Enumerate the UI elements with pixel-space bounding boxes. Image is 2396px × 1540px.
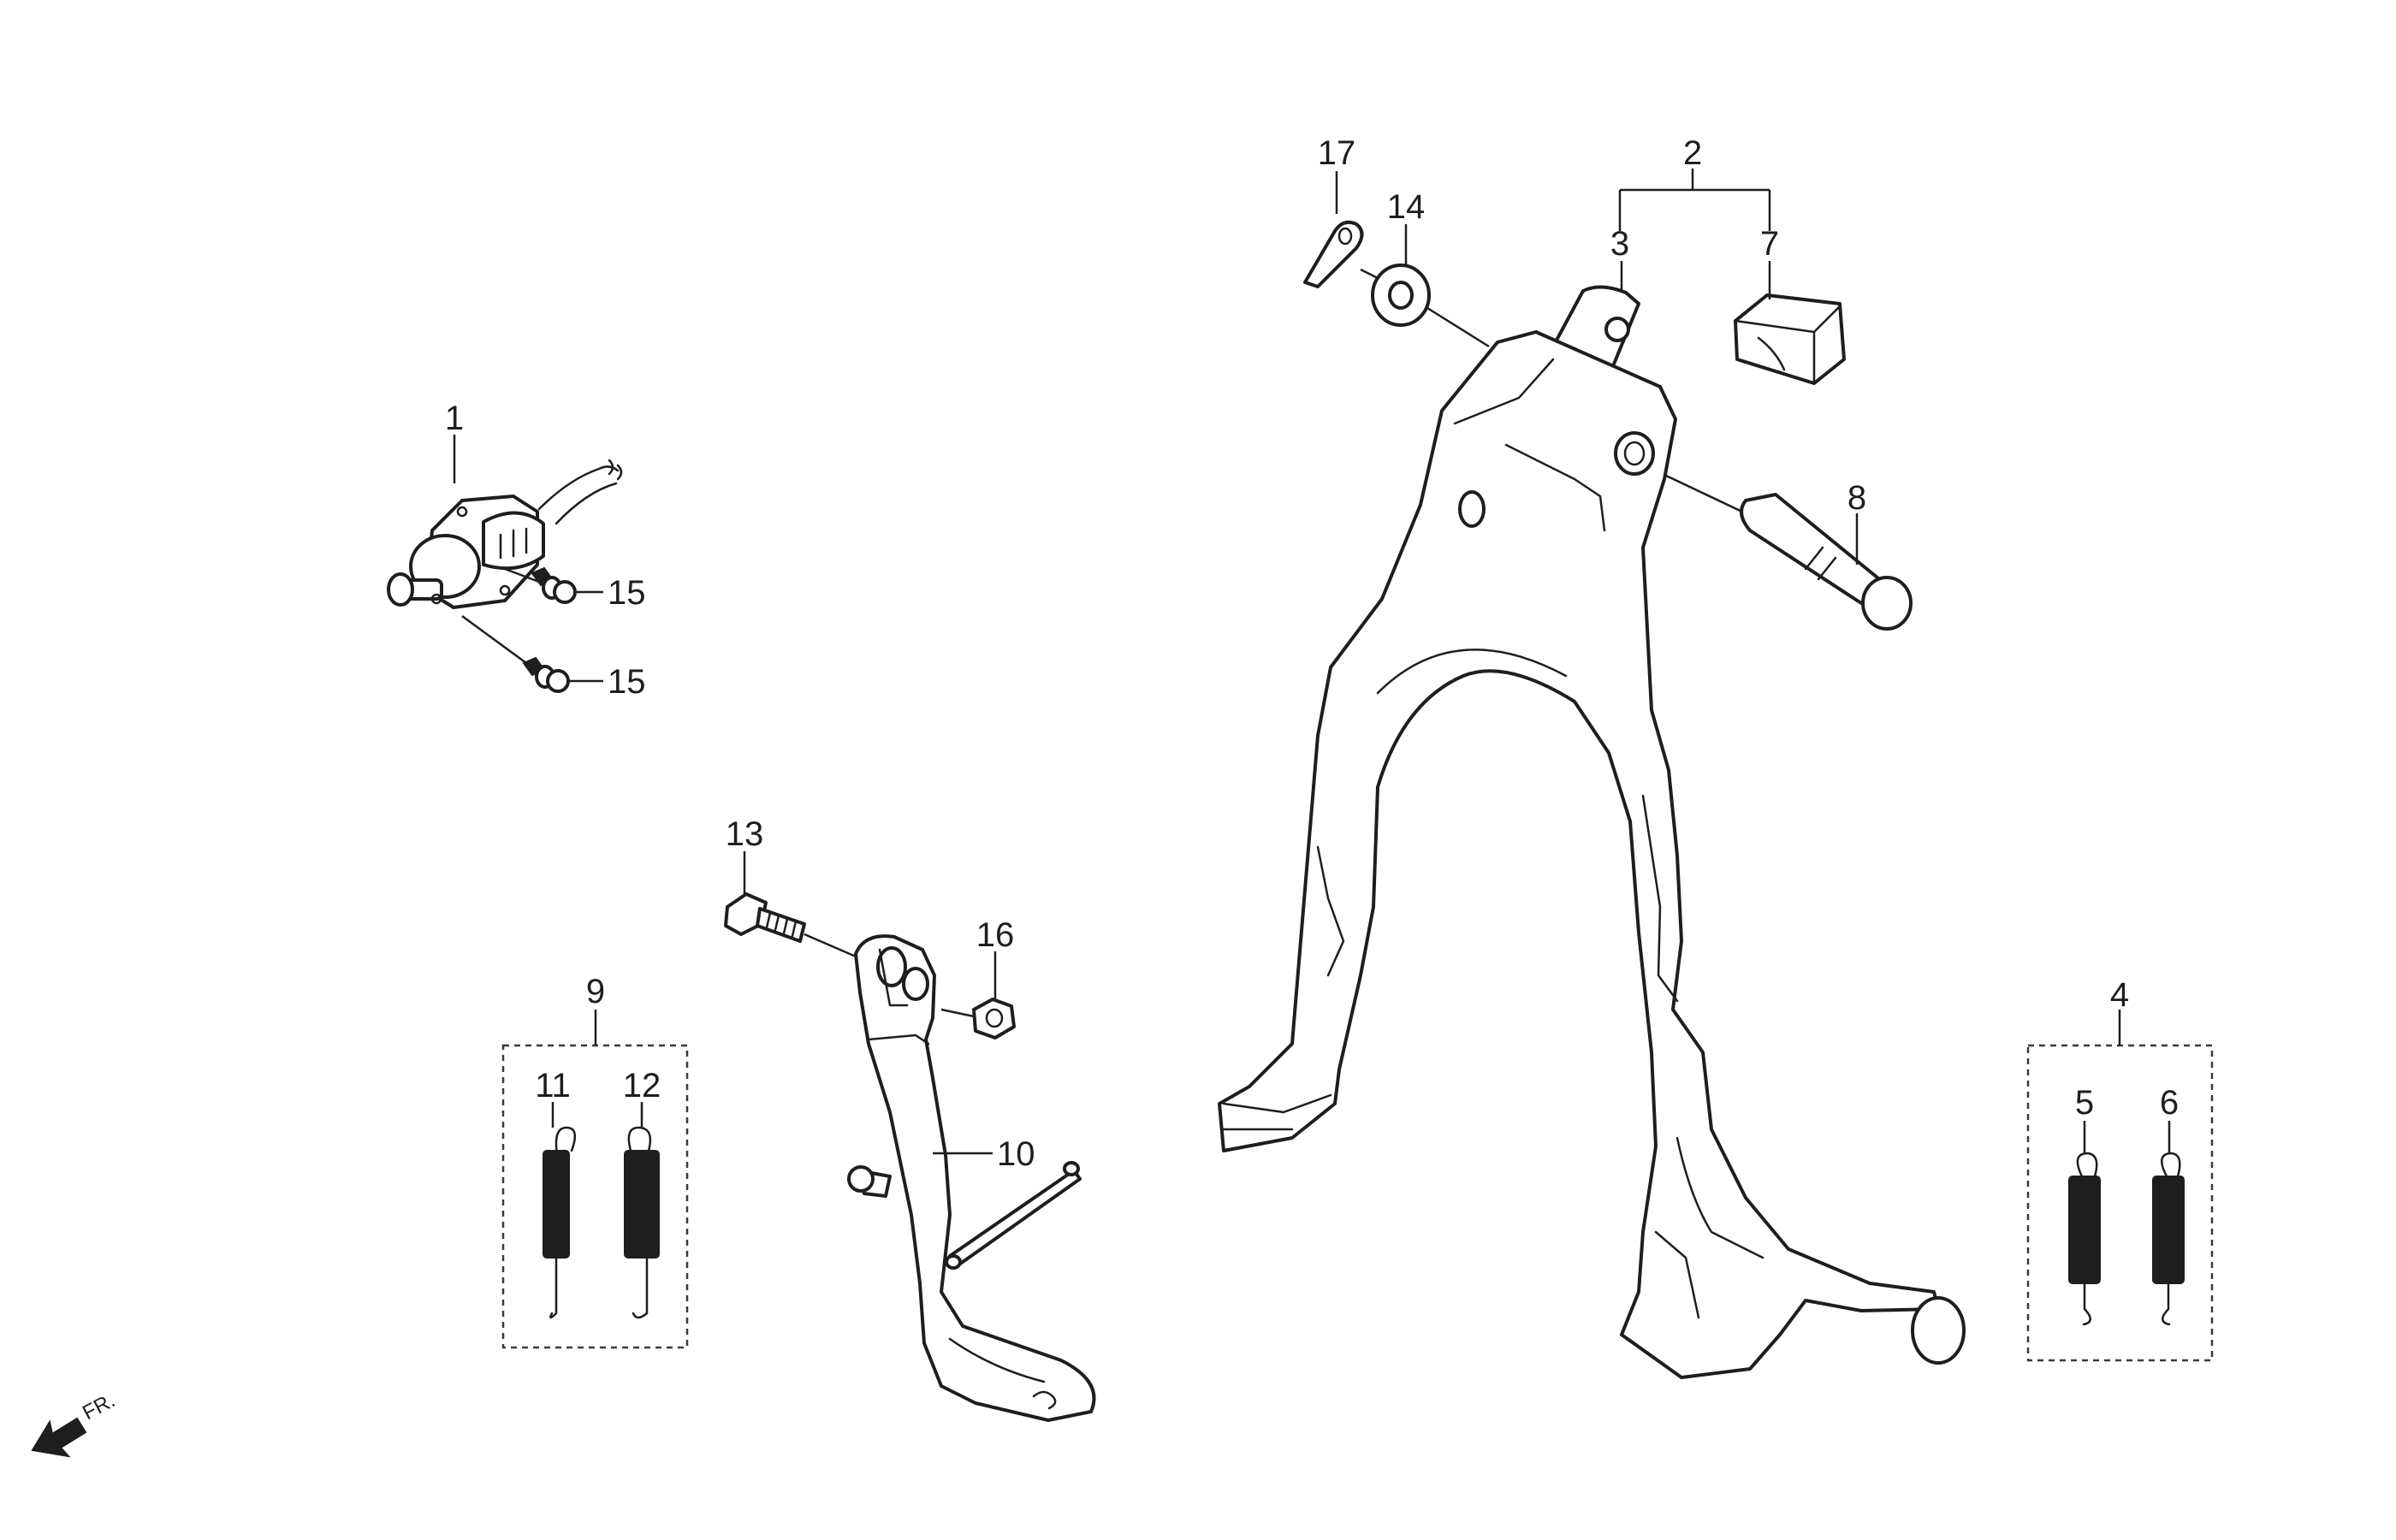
callout-3: 3 bbox=[1610, 225, 1629, 263]
callout-labels: 1 2 3 4 5 6 7 8 9 10 11 12 13 14 15 15 1… bbox=[445, 134, 2179, 1173]
front-arrow-icon bbox=[31, 1417, 87, 1458]
mounting-screw-upper bbox=[504, 566, 603, 604]
callout-8: 8 bbox=[1847, 479, 1866, 517]
callout-2: 2 bbox=[1683, 134, 1702, 172]
side-stand-nut bbox=[940, 998, 1016, 1040]
center-stand-spring-set bbox=[2026, 1044, 2214, 1362]
leader-lines bbox=[453, 169, 2171, 1153]
callout-16: 16 bbox=[976, 916, 1015, 954]
callout-4: 4 bbox=[2110, 976, 2129, 1014]
side-stand bbox=[847, 934, 1096, 1422]
callout-11: 11 bbox=[535, 1067, 571, 1105]
mounting-screw-lower bbox=[461, 614, 603, 693]
callout-9: 9 bbox=[586, 973, 605, 1010]
callout-10: 10 bbox=[997, 1135, 1035, 1173]
callout-17: 17 bbox=[1318, 134, 1356, 172]
pivot-pin bbox=[1664, 473, 1913, 631]
cotter-pin bbox=[1303, 220, 1379, 288]
spring-5 bbox=[2068, 1152, 2101, 1326]
callout-13: 13 bbox=[726, 815, 764, 853]
callout-1: 1 bbox=[445, 400, 464, 437]
callout-12: 12 bbox=[623, 1067, 661, 1105]
center-stand bbox=[1218, 285, 1966, 1379]
callout-15-upper: 15 bbox=[608, 574, 646, 612]
rubber-stopper bbox=[1734, 293, 1846, 385]
callout-5: 5 bbox=[2075, 1084, 2094, 1122]
spring-6 bbox=[2152, 1152, 2185, 1326]
side-stand-spring-set bbox=[501, 1044, 689, 1349]
front-direction-indicator: FR. bbox=[31, 1389, 119, 1458]
callout-7: 7 bbox=[1760, 225, 1779, 263]
callout-15-lower: 15 bbox=[608, 663, 646, 701]
spring-12 bbox=[624, 1126, 660, 1319]
side-stand-bolt bbox=[724, 892, 857, 958]
callout-6: 6 bbox=[2160, 1084, 2179, 1122]
side-stand-switch bbox=[387, 459, 623, 609]
spring-11 bbox=[543, 1126, 577, 1319]
washer bbox=[1371, 264, 1490, 348]
front-label: FR. bbox=[79, 1389, 119, 1424]
callout-14: 14 bbox=[1387, 188, 1426, 226]
